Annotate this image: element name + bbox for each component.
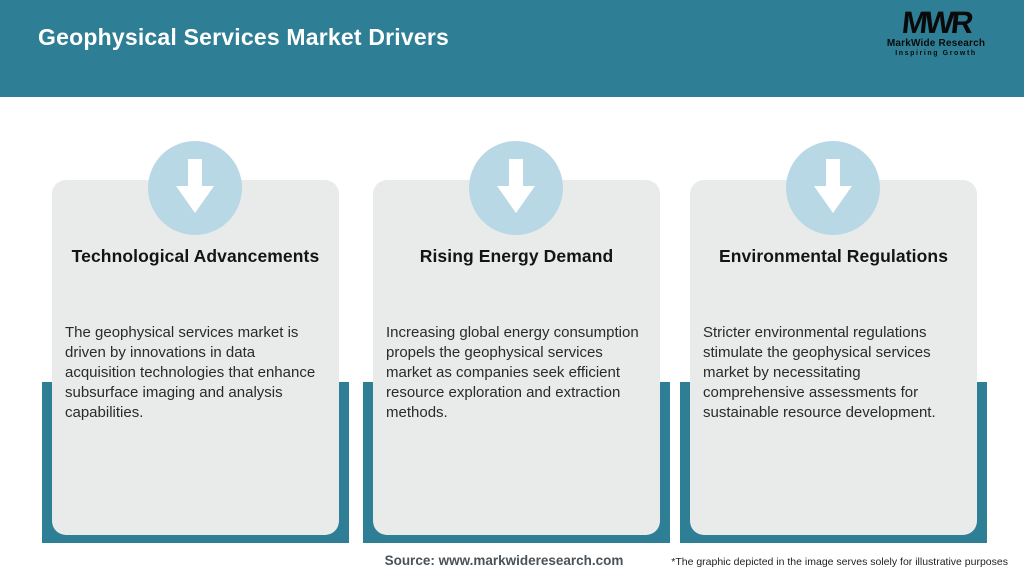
driver-card-technological-advancements: Technological Advancements The geophysic…: [52, 180, 339, 535]
arrow-down-glyph: [176, 159, 214, 213]
page-title: Geophysical Services Market Drivers: [38, 24, 450, 50]
logo-company-name: MarkWide Research: [886, 38, 986, 49]
card-title: Technological Advancements: [71, 246, 320, 266]
markwide-logo: MWR MarkWide Research Inspiring Growth: [876, 5, 996, 58]
card-title: Rising Energy Demand: [419, 246, 614, 266]
card-description: Stricter environmental regulations stimu…: [703, 324, 936, 421]
disclaimer-text: *The graphic depicted in the image serve…: [671, 556, 1008, 568]
header-bar: Geophysical Services Market Drivers MWR …: [0, 0, 1024, 97]
card-description: The geophysical services market is drive…: [65, 324, 316, 421]
logo-acronym: MWR: [899, 5, 973, 40]
driver-card-environmental-regulations: Environmental Regulations Stricter envir…: [690, 180, 977, 535]
source-text: Source: www.markwideresearch.com: [384, 553, 624, 568]
card-description: Increasing global energy consumption pro…: [386, 324, 639, 421]
arrow-down-icon: [148, 141, 242, 235]
driver-card-rising-energy-demand: Rising Energy Demand Increasing global e…: [373, 180, 660, 535]
card-title: Environmental Regulations: [718, 246, 949, 266]
arrow-down-icon: [469, 141, 563, 235]
arrow-down-glyph: [814, 159, 852, 213]
logo-tagline: Inspiring Growth: [895, 50, 977, 57]
arrow-down-glyph: [497, 159, 535, 213]
arrow-down-icon: [786, 141, 880, 235]
